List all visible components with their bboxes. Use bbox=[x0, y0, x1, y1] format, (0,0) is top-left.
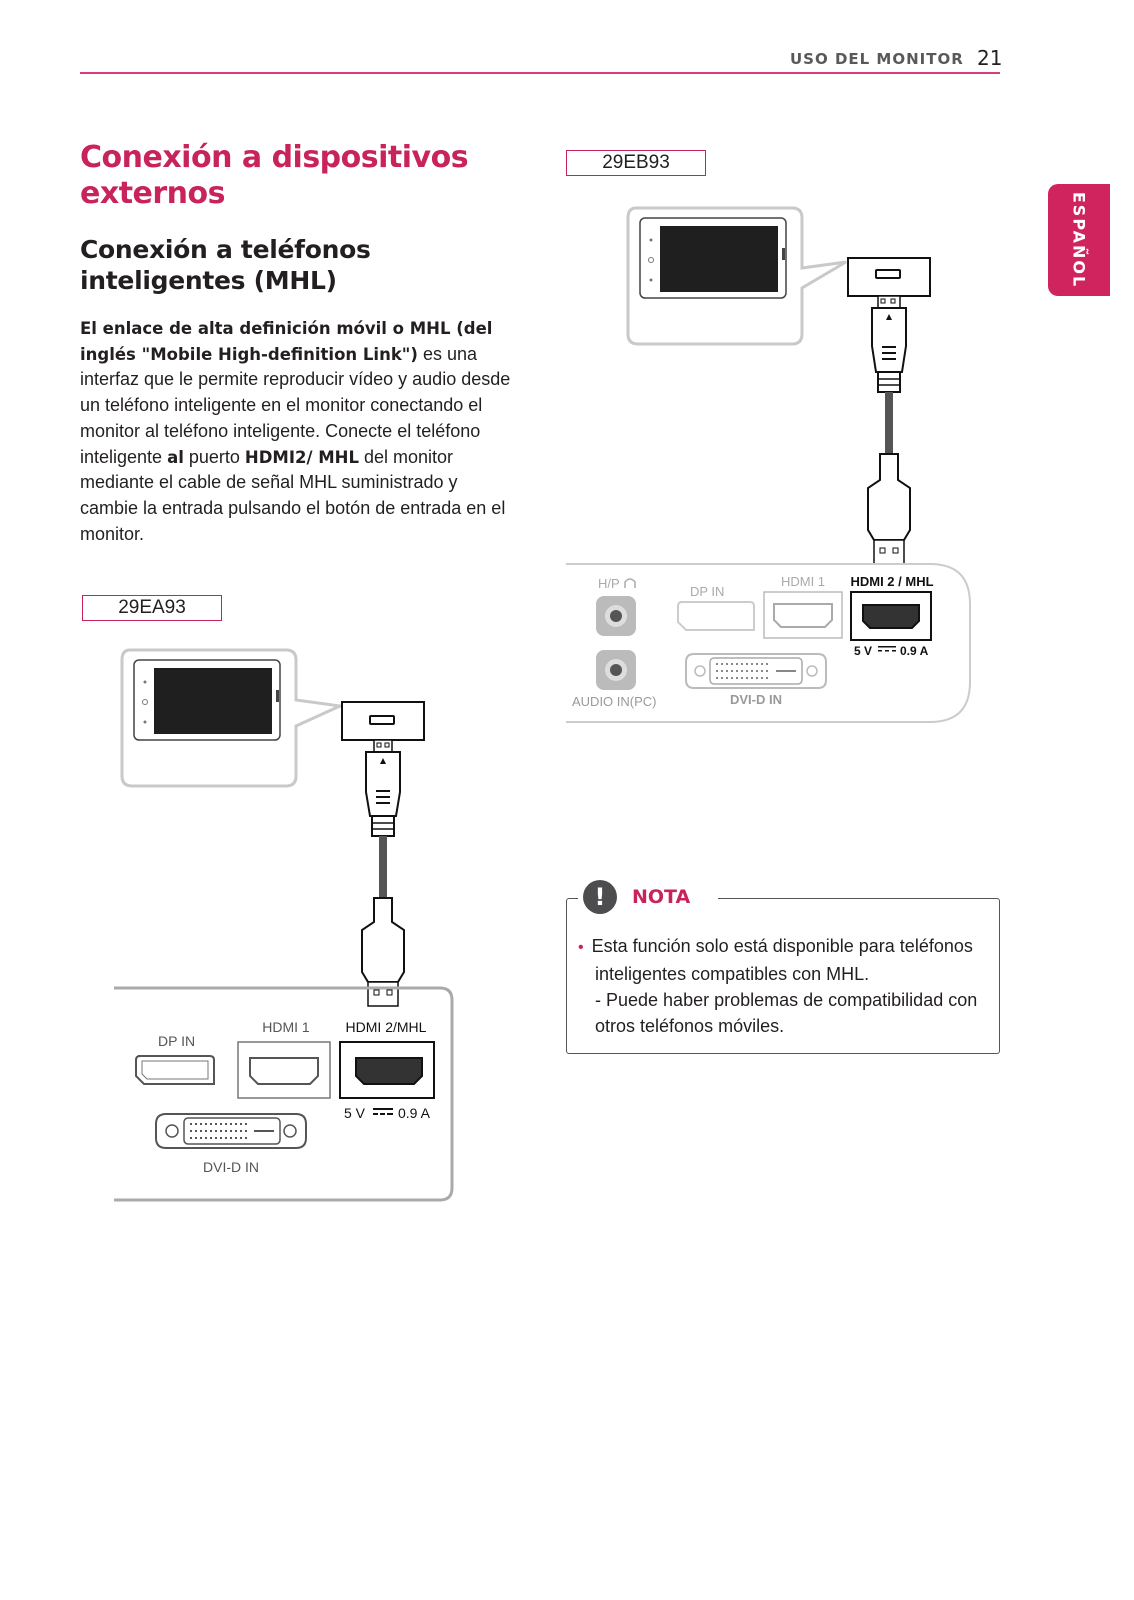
header-rule bbox=[80, 72, 1000, 74]
hdmi1-port: HDMI 1 bbox=[763, 574, 843, 639]
body-text-1: es una interfaz que le permite reproduci… bbox=[80, 343, 511, 467]
hdmi1-label: HDMI 1 bbox=[262, 1019, 310, 1035]
phone-illustration bbox=[626, 206, 847, 346]
dvi-d-in-label: DVI-D IN bbox=[203, 1159, 259, 1175]
language-tab: ESPAÑOL bbox=[1048, 184, 1110, 296]
section-subtitle: Conexión a teléfonos inteligentes (MHL) bbox=[80, 235, 371, 295]
monitor-back-panel bbox=[566, 563, 971, 723]
audio-in-port: AUDIO IN(PC) bbox=[572, 650, 657, 709]
note-line-1: Esta función solo está disponible para t… bbox=[591, 936, 973, 984]
hp-label: H/P bbox=[598, 576, 620, 591]
body-text-3: del monitor mediante el cable de señal M… bbox=[80, 446, 506, 544]
note-bullet-item: • Esta función solo está disponible para … bbox=[578, 933, 983, 987]
monitor-back-panel bbox=[114, 986, 454, 1202]
dp-in-port: DP IN bbox=[135, 1033, 215, 1085]
dp-in-label: DP IN bbox=[690, 584, 724, 599]
note-title: NOTA bbox=[632, 886, 691, 908]
note-content: • Esta función solo está disponible para … bbox=[578, 933, 983, 1039]
dvi-d-in-port: DVI-D IN bbox=[155, 1113, 307, 1175]
body-text-2: puerto bbox=[183, 446, 245, 467]
dvi-d-in-label: DVI-D IN bbox=[730, 692, 782, 707]
mhl-cable bbox=[341, 701, 425, 1007]
bullet-icon: • bbox=[578, 939, 584, 956]
model-label-29eb93: 29EB93 bbox=[566, 150, 706, 176]
note-line-2: - Puede haber problemas de compatibilida… bbox=[595, 990, 978, 1036]
exclamation-icon: ! bbox=[583, 880, 617, 914]
hdmi2-mhl-port: HDMI 2 / MHL 5 V 0.9 A bbox=[850, 574, 934, 658]
hdmi2-mhl-label: HDMI 2/MHL bbox=[346, 1019, 427, 1035]
audio-in-label: AUDIO IN(PC) bbox=[572, 694, 657, 709]
headphone-port: H/P bbox=[596, 576, 636, 636]
diagram-29ea93: DP IN HDMI 1 HDMI 2/MHL 5 V 0.9 A DVI-D … bbox=[114, 648, 454, 1202]
mhl-cable bbox=[847, 257, 931, 565]
section-title: USO DEL MONITOR bbox=[790, 50, 964, 68]
power-rating-right: 0.9 A bbox=[398, 1105, 431, 1121]
dp-in-label: DP IN bbox=[158, 1033, 195, 1049]
body-bold-intro: El enlace de alta definición móvil o MHL… bbox=[80, 319, 493, 364]
page-title: Conexión a dispositivos externos bbox=[80, 140, 469, 211]
body-paragraph: El enlace de alta definición móvil o MHL… bbox=[80, 316, 520, 547]
dp-in-port: DP IN bbox=[677, 584, 755, 631]
hdmi2-mhl-label: HDMI 2 / MHL bbox=[850, 574, 933, 589]
model-label-29ea93: 29EA93 bbox=[82, 595, 222, 621]
power-rating-left: 5 V bbox=[854, 644, 872, 658]
power-rating-left: 5 V bbox=[344, 1105, 366, 1121]
power-rating-right: 0.9 A bbox=[900, 644, 929, 658]
body-bold-port: HDMI2/ MHL bbox=[244, 447, 359, 467]
diagram-29eb93: H/P AUDIO IN(PC) DP IN HDMI 1 HDMI 2 / M… bbox=[566, 206, 971, 723]
phone-illustration bbox=[120, 648, 346, 788]
note-box bbox=[566, 898, 1000, 1054]
language-tab-label: ESPAÑOL bbox=[1069, 191, 1089, 289]
body-bold-al: al bbox=[167, 447, 184, 467]
dvi-d-in-port: DVI-D IN bbox=[685, 653, 827, 707]
hdmi2-mhl-port: HDMI 2/MHL 5 V 0.9 A bbox=[339, 1019, 435, 1121]
hdmi1-label: HDMI 1 bbox=[781, 574, 825, 589]
page-number: 21 bbox=[977, 46, 1003, 70]
hdmi1-port: HDMI 1 bbox=[237, 1019, 331, 1099]
